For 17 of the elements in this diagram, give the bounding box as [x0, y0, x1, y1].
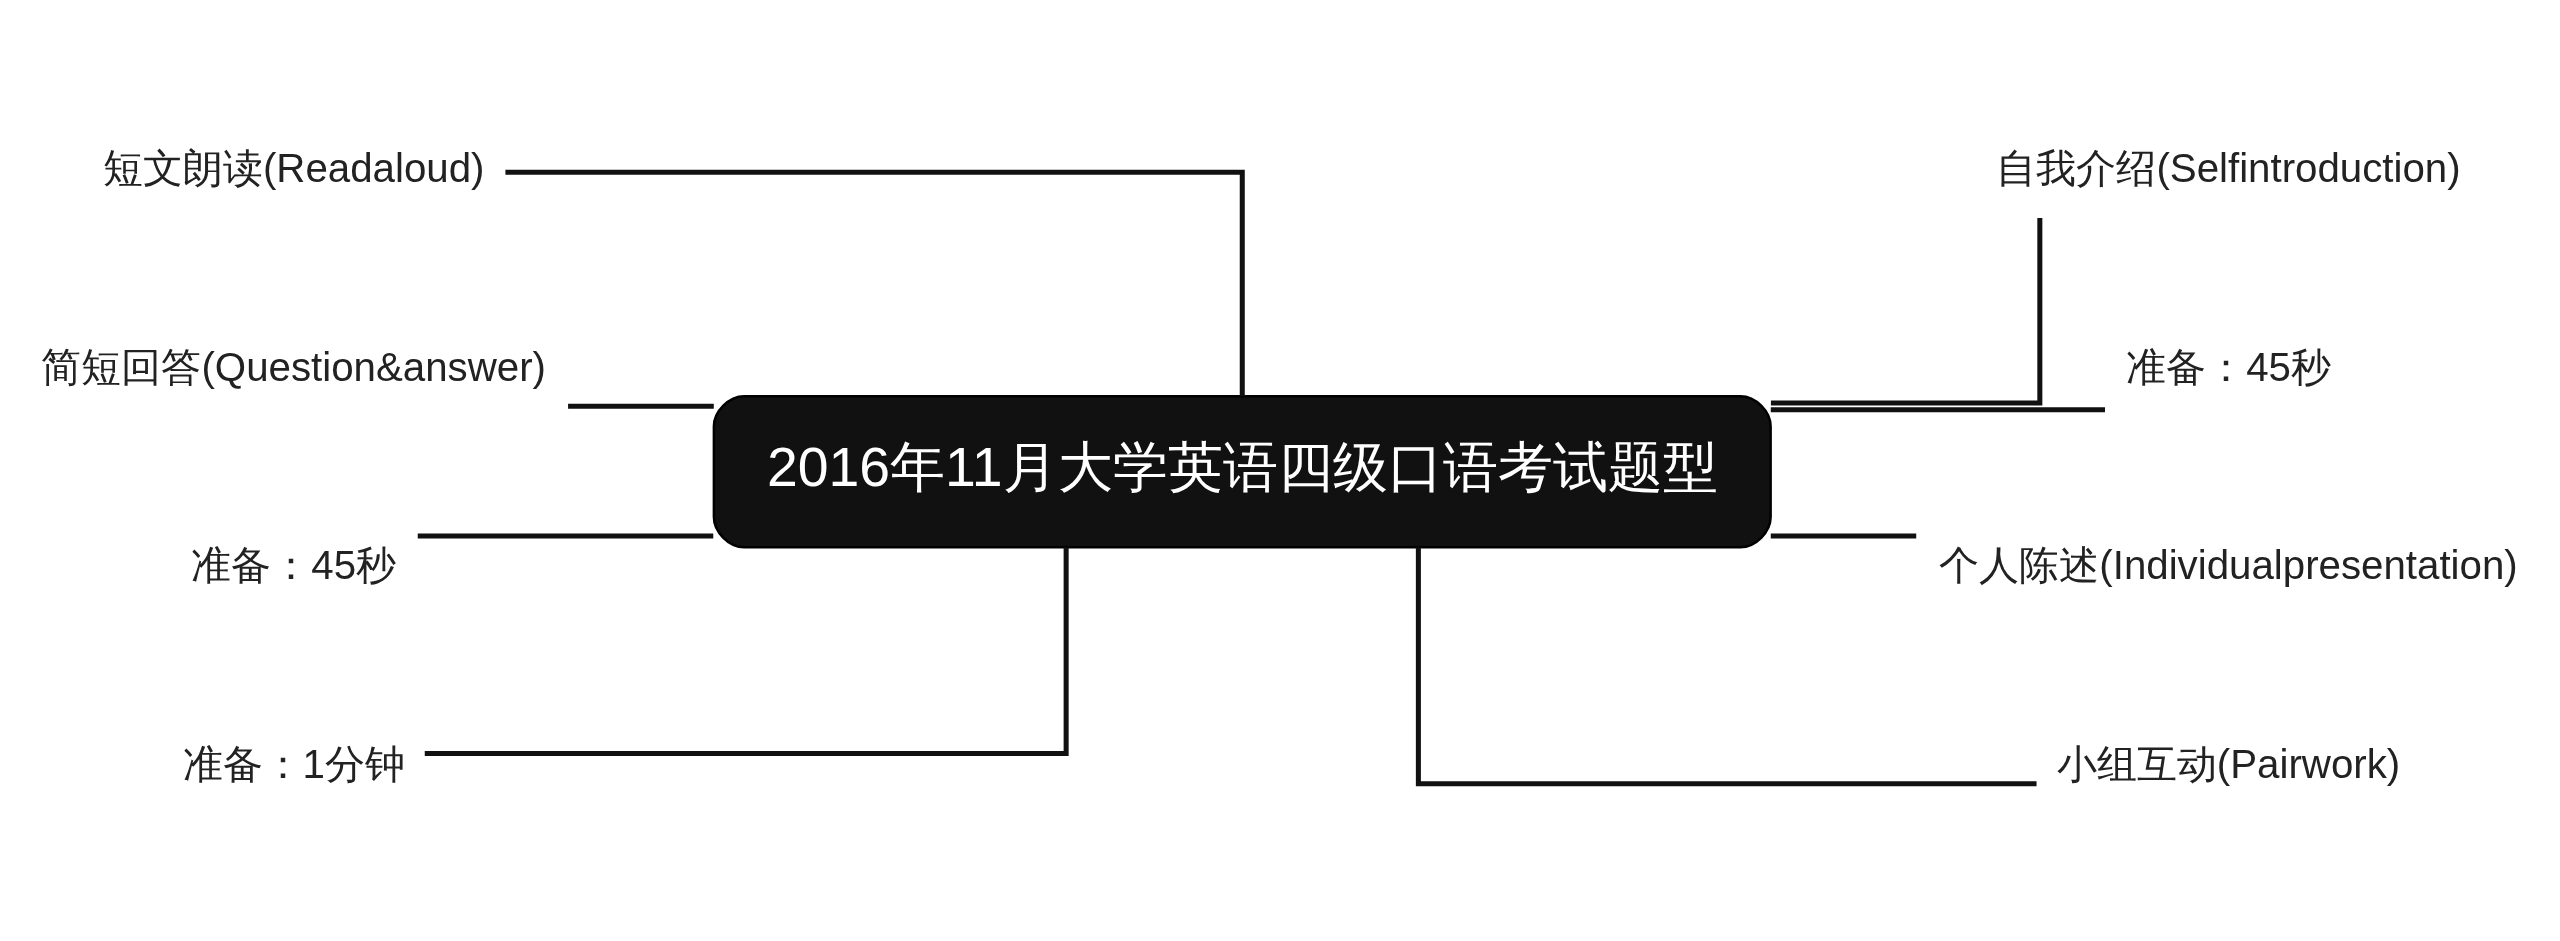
node-text: 短文朗读(Readaloud) — [102, 145, 485, 191]
node-text: 自我介绍(Selfintroduction) — [1996, 145, 2461, 191]
node-text: 个人陈述(Individualpresentation) — [1939, 543, 2518, 589]
connector — [424, 547, 1069, 757]
connector — [417, 533, 714, 539]
node-box: 2016年11月大学英语四级口语考试题型 — [712, 395, 1772, 549]
connector — [1770, 407, 2105, 413]
connector — [568, 403, 714, 409]
node-text: 准备：45秒 — [2126, 344, 2331, 390]
connector — [505, 169, 1245, 397]
connector — [1415, 547, 2037, 787]
node-text: 简短回答(Question&answer) — [41, 344, 546, 390]
node-text: 准备：1分钟 — [182, 742, 405, 788]
node-text: 准备：45秒 — [191, 543, 397, 589]
connector — [1770, 217, 2043, 406]
node-text: 小组互动(Pairwork) — [2056, 742, 2401, 788]
connector — [1770, 533, 1917, 539]
